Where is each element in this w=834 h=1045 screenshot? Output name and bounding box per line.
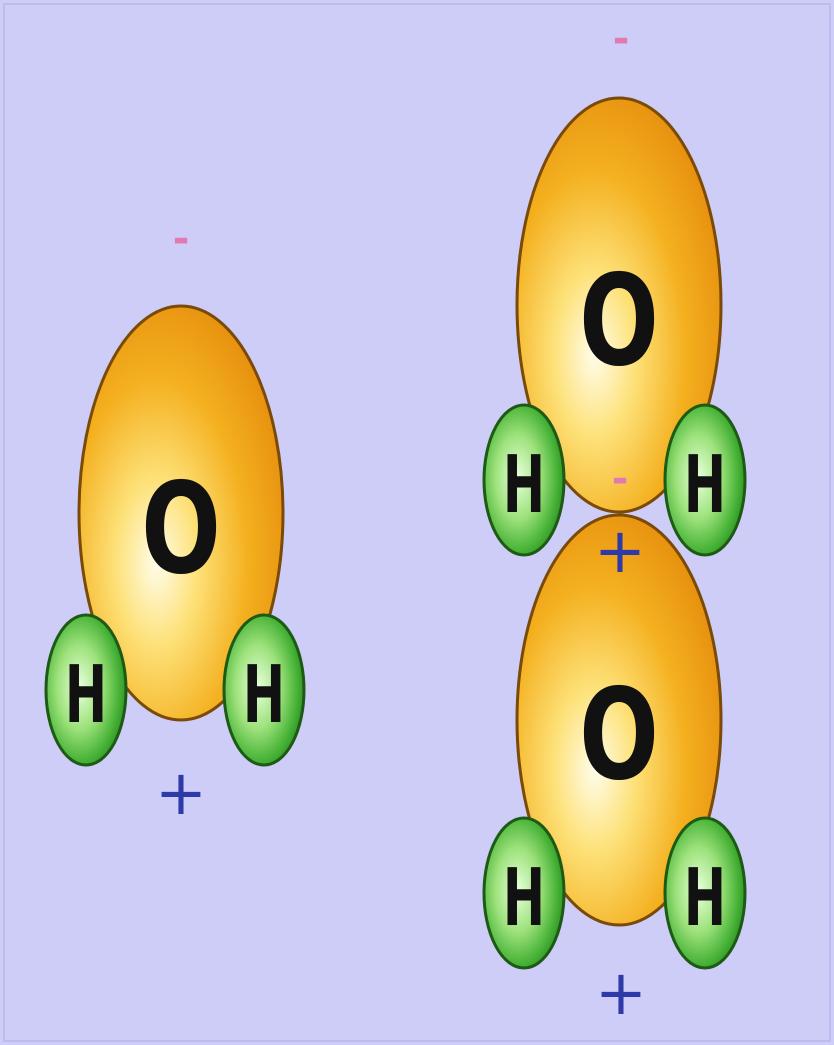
partial-positive-charge: + xyxy=(155,756,207,829)
partial-negative-charge-top: - xyxy=(613,16,630,62)
hydrogen-atom-right xyxy=(222,613,306,767)
partial-negative-charge: - xyxy=(173,216,190,262)
upper-water-molecule: O H H - xyxy=(482,16,747,557)
hydrogen-label-right: H xyxy=(684,851,726,944)
hydrogen-atom-left xyxy=(44,613,128,767)
oxygen-atom xyxy=(77,304,285,722)
hydrogen-atom-right xyxy=(663,816,747,970)
hydrogen-label-right: H xyxy=(243,648,285,741)
hydrogen-label-left: H xyxy=(65,648,107,741)
hydrogen-atom-left xyxy=(482,816,566,970)
oxygen-label: O xyxy=(579,248,659,394)
partial-positive-charge-bottom: + xyxy=(595,956,647,1029)
oxygen-atom xyxy=(515,513,723,927)
lower-water-molecule: O H H + xyxy=(482,513,747,1029)
oxygen-atom xyxy=(515,96,723,514)
hydrogen-label-left: H xyxy=(503,438,545,531)
hydrogen-atom-left xyxy=(482,403,566,557)
partial-positive-charge-contact: + xyxy=(594,514,646,587)
panel-border xyxy=(3,3,831,1042)
hydrogen-atom-right xyxy=(663,403,747,557)
partial-negative-charge-contact: - xyxy=(612,456,629,502)
water-molecule-pair: O H H + O H H - - + xyxy=(482,16,747,1029)
oxygen-label: O xyxy=(579,662,659,808)
oxygen-label: O xyxy=(141,456,221,602)
hydrogen-label-right: H xyxy=(684,438,726,531)
single-water-molecule: O H H - + xyxy=(44,216,306,829)
hydrogen-label-left: H xyxy=(503,851,545,944)
